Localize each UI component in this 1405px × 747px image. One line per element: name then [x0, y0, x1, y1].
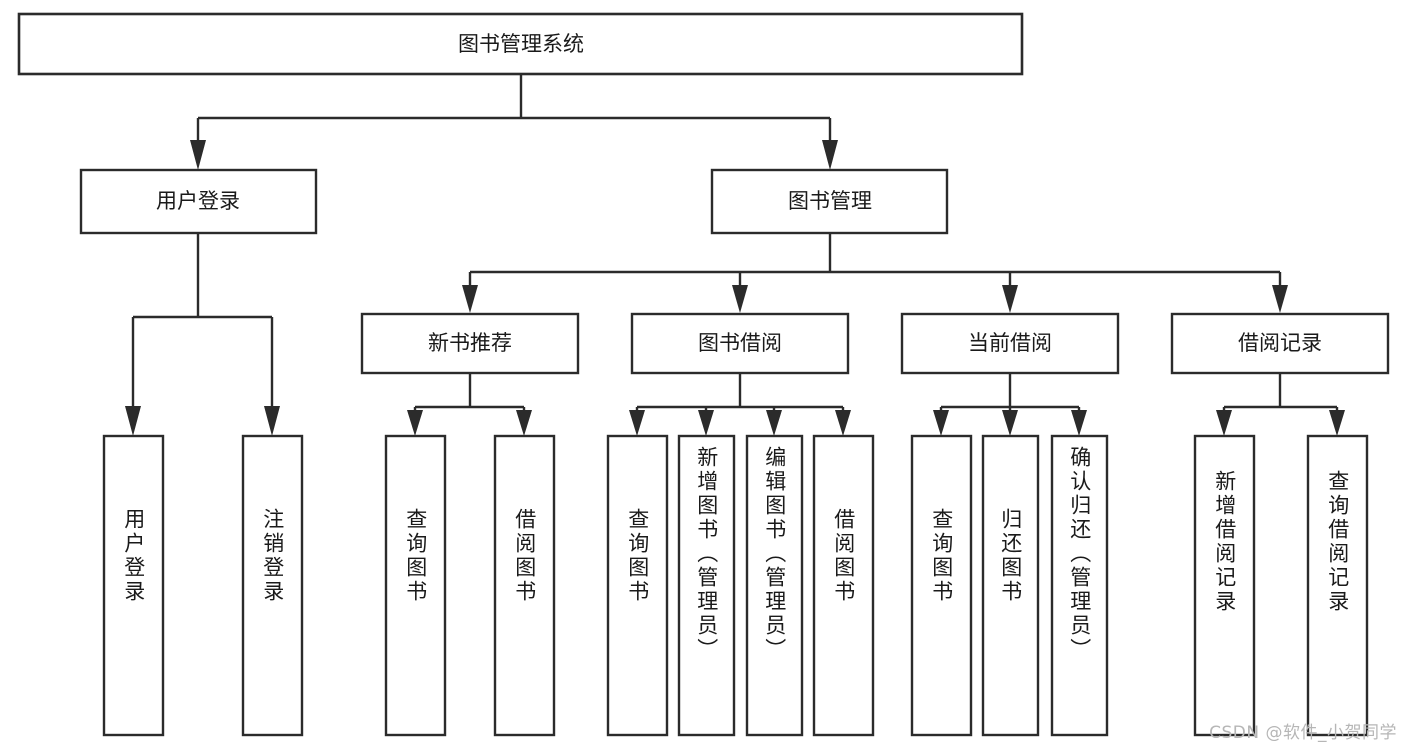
- arrow-head-current-borrow: [1002, 285, 1018, 313]
- connector-group-book-borrow-to-leaves: [629, 373, 851, 436]
- arrow-head-leaf-query-book-1: [407, 410, 423, 436]
- node-book-management[interactable]: 图书管理: [710, 168, 949, 235]
- leaf-box-add-record[interactable]: [1193, 434, 1256, 737]
- leaf-boxes: [102, 434, 1369, 737]
- arrow-head-leaf-confirm-return: [1071, 410, 1087, 436]
- arrow-head-leaf-add-book: [698, 410, 714, 436]
- leaf-box-query-book-3[interactable]: [910, 434, 973, 737]
- arrow-head-leaf-return-book: [1002, 410, 1018, 436]
- connector-group-user-login-to-leaves: [125, 233, 280, 436]
- leaf-box-query-record[interactable]: [1306, 434, 1369, 737]
- node-root-box[interactable]: [17, 12, 1024, 76]
- leaf-box-borrow-book-1[interactable]: [493, 434, 556, 737]
- leaf-box-return-book[interactable]: [981, 434, 1040, 737]
- node-book-management-label: 图书管理: [788, 189, 872, 213]
- leaf-box-edit-book[interactable]: [745, 434, 804, 737]
- leaf-box-add-book[interactable]: [677, 434, 736, 737]
- node-borrow-record-label: 借阅记录: [1238, 331, 1322, 355]
- connector-group-current-borrow-to-leaves: [933, 373, 1087, 436]
- arrow-head-leaf-borrow-book-1: [516, 410, 532, 436]
- arrow-head-book-borrow: [732, 285, 748, 313]
- node-book-borrow[interactable]: 图书借阅: [630, 312, 850, 375]
- arrow-head-book-management: [822, 140, 838, 170]
- leaf-box-query-book-1[interactable]: [384, 434, 447, 737]
- node-book-borrow-box[interactable]: [630, 312, 850, 375]
- arrow-head-user-login: [190, 140, 206, 170]
- leaf-box-confirm-return[interactable]: [1050, 434, 1109, 737]
- node-current-borrow-label: 当前借阅: [968, 331, 1052, 355]
- connector-group-new-book-recommend-to-leaves: [407, 373, 532, 436]
- arrow-head-leaf-user-login: [125, 406, 141, 436]
- node-new-book-recommend[interactable]: 新书推荐: [360, 312, 580, 375]
- leaf-box-borrow-book-2[interactable]: [812, 434, 875, 737]
- node-user-login-box[interactable]: [79, 168, 318, 235]
- arrow-head-new-book-recommend: [462, 285, 478, 313]
- arrow-head-leaf-add-record: [1216, 410, 1232, 436]
- leaf-box-user-logout[interactable]: [241, 434, 304, 737]
- node-root[interactable]: 图书管理系统: [17, 12, 1024, 76]
- leaf-box-query-book-2[interactable]: [606, 434, 669, 737]
- node-book-borrow-label: 图书借阅: [698, 331, 782, 355]
- leaf-box-user-login[interactable]: [102, 434, 165, 737]
- node-user-login-label: 用户登录: [156, 189, 240, 213]
- node-current-borrow[interactable]: 当前借阅: [900, 312, 1120, 375]
- arrow-head-leaf-user-logout: [264, 406, 280, 436]
- node-new-book-recommend-label: 新书推荐: [428, 331, 512, 355]
- node-book-management-box[interactable]: [710, 168, 949, 235]
- node-current-borrow-box[interactable]: [900, 312, 1120, 375]
- arrow-head-leaf-borrow-book-2: [835, 410, 851, 436]
- node-user-login[interactable]: 用户登录: [79, 168, 318, 235]
- arrow-head-leaf-query-book-2: [629, 410, 645, 436]
- connector-group-book-management-to-level3: [462, 233, 1288, 313]
- arrow-head-leaf-query-book-3: [933, 410, 949, 436]
- node-borrow-record[interactable]: 借阅记录: [1170, 312, 1390, 375]
- arrow-head-leaf-query-record: [1329, 410, 1345, 436]
- csdn-watermark: CSDN @软件_小贺同学: [1209, 723, 1397, 743]
- node-root-label: 图书管理系统: [458, 32, 584, 56]
- node-borrow-record-box[interactable]: [1170, 312, 1390, 375]
- node-new-book-recommend-box[interactable]: [360, 312, 580, 375]
- connector-group-root-to-level2: [190, 74, 838, 170]
- connector-group-borrow-record-to-leaves: [1216, 373, 1345, 436]
- arrow-head-leaf-edit-book: [766, 410, 782, 436]
- arrow-head-borrow-record: [1272, 285, 1288, 313]
